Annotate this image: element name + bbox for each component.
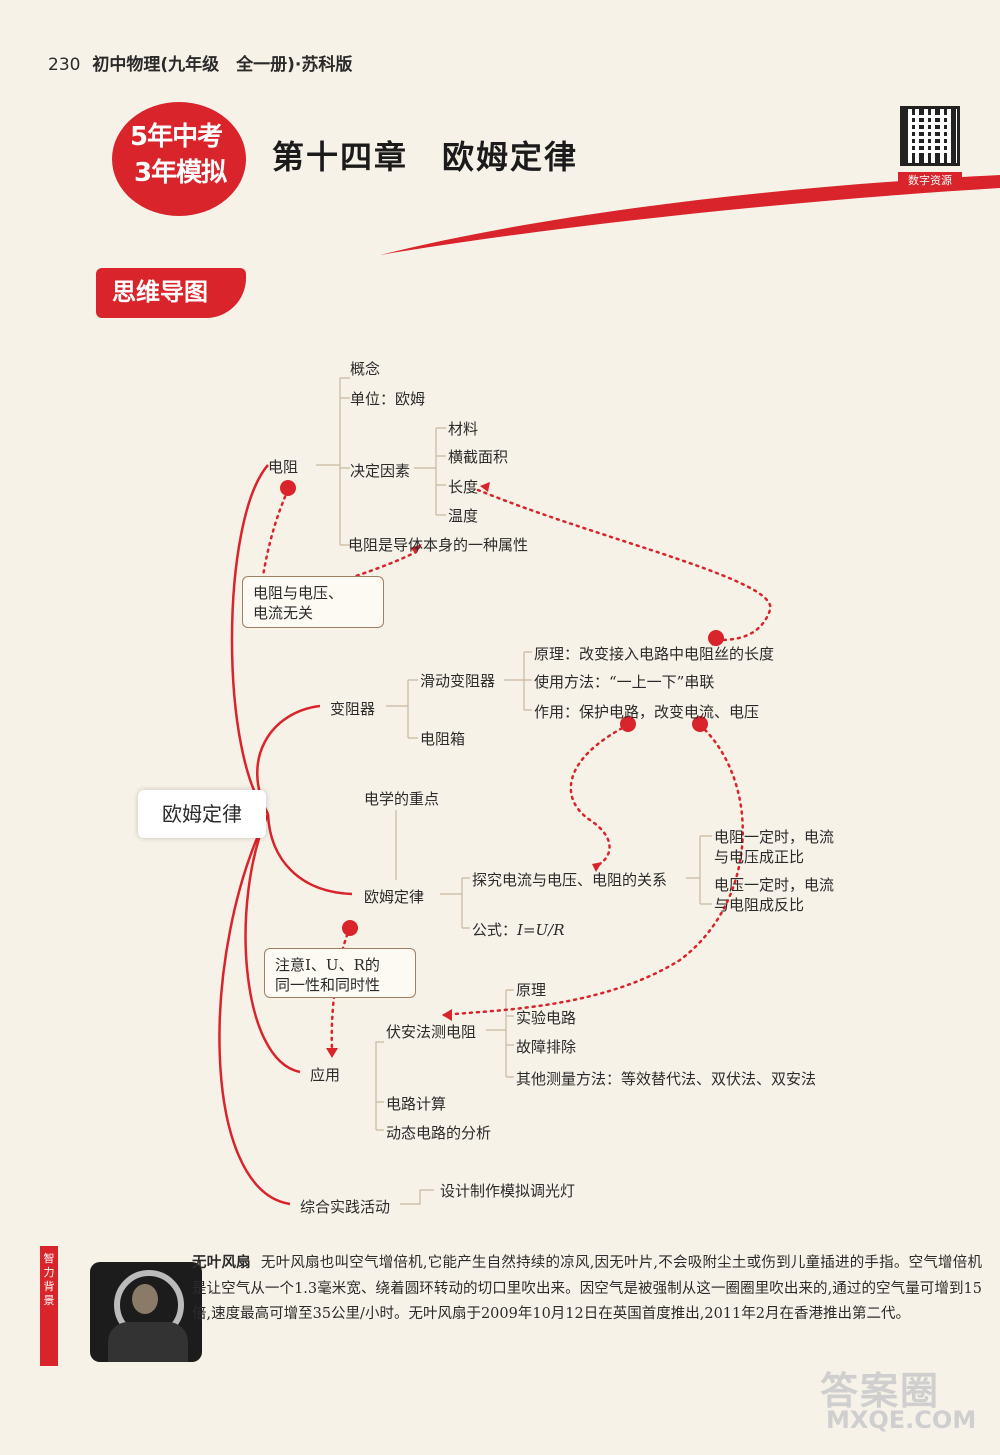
chapter-name: 欧姆定律 xyxy=(442,138,579,176)
note-iur-consistency: 注意I、U、R的 同一性和同时性 xyxy=(264,948,416,998)
node-slide-rheostat: 滑动变阻器 xyxy=(420,672,496,690)
node-application: 应用 xyxy=(310,1066,341,1084)
chapter-number: 第十四章 xyxy=(272,138,409,176)
background-note: 智力背景 无叶风扇无叶风扇也叫空气增倍机,它能产生自然持续的凉风,因无叶片,不会… xyxy=(40,1246,982,1376)
link-dot xyxy=(620,716,636,732)
note-side-label: 智力背景 xyxy=(40,1246,58,1366)
rheostat-principle: 原理：改变接入电路中电阻丝的长度 xyxy=(534,645,775,663)
book-title: 初中物理(九年级 全一册)·苏科版 xyxy=(92,55,353,75)
node-resistance-box: 电阻箱 xyxy=(420,730,466,748)
factor-length: 长度 xyxy=(448,478,479,496)
series-logo: 5年中考 3年模拟 xyxy=(112,102,246,216)
chapter-title: 第十四章欧姆定律 xyxy=(272,132,578,178)
rheostat-function: 作用：保护电路，改变电流、电压 xyxy=(534,703,760,721)
note-title: 无叶风扇 xyxy=(192,1254,251,1271)
note-body: 无叶风扇也叫空气增倍机,它能产生自然持续的凉风,因无叶片,不会吸附尘土或伤到儿童… xyxy=(192,1255,982,1322)
watermark-line2: MXQE.COM xyxy=(826,1406,977,1434)
section-tag: 思维导图 xyxy=(96,268,246,318)
node-ohms-law: 欧姆定律 xyxy=(364,888,425,906)
note-text-block: 无叶风扇无叶风扇也叫空气增倍机,它能产生自然持续的凉风,因无叶片,不会吸附尘土或… xyxy=(192,1250,982,1328)
header-swoosh xyxy=(380,175,1000,255)
link-dot xyxy=(708,630,724,646)
qr-label: 数字资源 xyxy=(898,172,962,190)
link-dot xyxy=(342,920,358,936)
practice-item: 设计制作模拟调光灯 xyxy=(440,1182,576,1200)
node-rheostat: 变阻器 xyxy=(330,700,376,718)
mindmap-root: 欧姆定律 xyxy=(138,790,266,838)
mindmap-connectors xyxy=(218,377,772,1206)
watermark-line1: 答案圈 xyxy=(820,1369,941,1413)
logo-line2: 3年模拟 xyxy=(134,158,227,188)
node-factors: 决定因素 xyxy=(350,462,411,480)
factor-material: 材料 xyxy=(448,420,479,438)
watermark: 答案圈 MXQE.COM xyxy=(820,1360,990,1440)
rheostat-usage: 使用方法：“一上一下”串联 xyxy=(534,673,715,691)
factor-area: 横截面积 xyxy=(448,448,509,466)
page-number: 230 xyxy=(48,55,81,75)
node-property: 电阻是导体本身的一种属性 xyxy=(348,536,529,554)
formula-label: 公式： xyxy=(472,921,518,939)
vi-principle: 原理 xyxy=(516,981,547,999)
vi-troubleshoot: 故障排除 xyxy=(516,1038,577,1056)
conclusion-direct: 电阻一定时，电流 与电压成正比 xyxy=(714,828,835,866)
node-circuit-calc: 电路计算 xyxy=(386,1095,447,1113)
node-formula: 公式：I=U/R xyxy=(472,919,565,940)
node-resistance: 电阻 xyxy=(268,458,299,476)
node-dynamic-circuit: 动态电路的分析 xyxy=(386,1124,492,1142)
factor-temperature: 温度 xyxy=(448,507,479,525)
conclusion-inverse: 电压一定时，电流 与电阻成反比 xyxy=(714,876,835,914)
node-explore: 探究电流与电压、电阻的关系 xyxy=(472,871,668,889)
bladeless-fan-photo xyxy=(90,1262,202,1362)
vi-other-methods: 其他测量方法：等效替代法、双伏法、双安法 xyxy=(516,1070,817,1088)
link-dot xyxy=(280,480,296,496)
node-key-point: 电学的重点 xyxy=(364,790,440,808)
logo-line1: 5年中考 xyxy=(130,122,223,152)
link-dot xyxy=(692,716,708,732)
note-resistance-independent: 电阻与电压、 电流无关 xyxy=(242,576,384,628)
formula-expression: I=U/R xyxy=(517,921,565,939)
page-header: 230 初中物理(九年级 全一册)·苏科版 xyxy=(48,50,352,75)
qr-code-icon[interactable] xyxy=(900,106,960,166)
vi-circuit: 实验电路 xyxy=(516,1009,577,1027)
node-voltammetry: 伏安法测电阻 xyxy=(386,1023,477,1041)
node-concept: 概念 xyxy=(350,360,381,378)
node-unit: 单位：欧姆 xyxy=(350,390,426,408)
node-practice: 综合实践活动 xyxy=(300,1198,391,1216)
